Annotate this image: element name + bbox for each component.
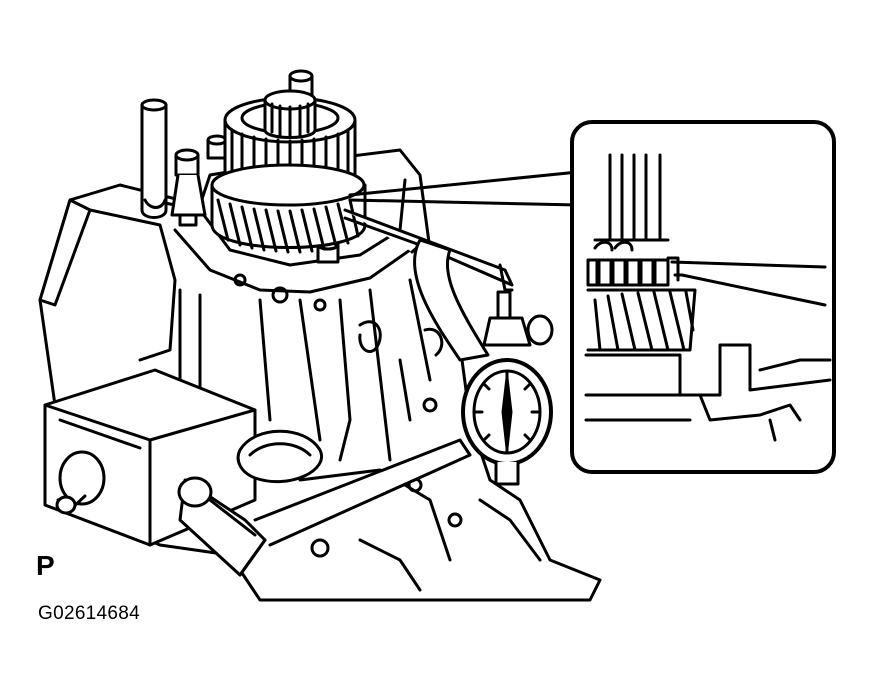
pin	[140, 98, 168, 219]
callout-lines	[348, 170, 580, 207]
dial-indicator	[461, 290, 554, 486]
bracket-arm	[413, 238, 514, 362]
detail-inset	[570, 120, 836, 474]
gear-teeth	[586, 288, 697, 352]
helical-gear	[210, 163, 367, 254]
indicator-tip	[666, 256, 827, 307]
bolt-head	[236, 429, 324, 484]
figure-id: G02614684	[38, 603, 141, 624]
bolt	[206, 134, 228, 160]
bolt	[170, 148, 207, 227]
view-label: P	[36, 550, 55, 581]
synchro-ring	[586, 153, 670, 287]
splined-hub	[263, 89, 317, 139]
mount-bar	[177, 438, 472, 577]
